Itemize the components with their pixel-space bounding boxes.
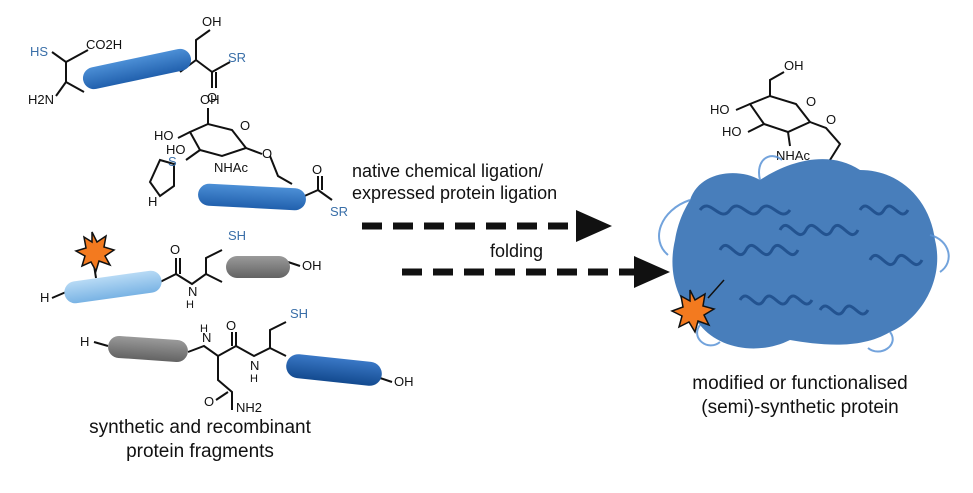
m3-oh-label: OH bbox=[302, 258, 322, 273]
m2-s-label: S bbox=[168, 154, 177, 169]
m2-h-label: H bbox=[148, 194, 157, 209]
m2-sr-label: SR bbox=[330, 204, 348, 219]
glycan-o2: O bbox=[826, 112, 836, 127]
protein-glycan: OH HO HO O NHAc O bbox=[710, 58, 842, 163]
m4-oh-label: OH bbox=[394, 374, 414, 389]
m3-star-label-icon bbox=[74, 231, 116, 273]
glycan-nhac: NHAc bbox=[776, 148, 810, 163]
molecule-4: H N H O N H SH O NH2 OH bbox=[80, 306, 414, 415]
m1-h2n-label: H2N bbox=[28, 92, 54, 107]
m2-oh-label: OH bbox=[200, 92, 220, 107]
folded-protein-ribbon bbox=[658, 155, 950, 353]
m4-h2-label: H bbox=[250, 373, 258, 385]
m3-grey-segment bbox=[226, 256, 290, 278]
m4-nh2-label: NH2 bbox=[236, 400, 262, 415]
right-caption: modified or functionalised (semi)-synthe… bbox=[650, 372, 950, 420]
m4-h-label: H bbox=[80, 334, 89, 349]
left-caption-line2: protein fragments bbox=[126, 441, 274, 462]
glycan-ring-o: O bbox=[806, 94, 816, 109]
m4-sh-label: SH bbox=[290, 306, 308, 321]
right-caption-line2: (semi)-synthetic protein bbox=[701, 397, 899, 418]
m4-grey-segment bbox=[108, 335, 188, 363]
m1-o-label: O bbox=[207, 90, 217, 105]
left-caption-line1: synthetic and recombinant bbox=[89, 417, 311, 438]
m4-o-label: O bbox=[226, 318, 236, 333]
glycan-ho2: HO bbox=[722, 124, 742, 139]
m1-co2h-label: CO2H bbox=[86, 37, 122, 52]
m4-n1-label: N bbox=[202, 330, 211, 345]
glycan-ho: HO bbox=[710, 102, 730, 117]
left-caption: synthetic and recombinant protein fragme… bbox=[40, 416, 360, 464]
molecule-2: OH HO HO O NHAc O S H O SR bbox=[148, 92, 348, 219]
molecule-1: HS CO2H H2N OH SR O bbox=[28, 14, 246, 107]
m2-o-label: O bbox=[312, 162, 322, 177]
m1-hs-label: HS bbox=[30, 44, 48, 59]
m2-nhac-label: NHAc bbox=[214, 160, 248, 175]
ligation-label: native chemical ligation/ expressed prot… bbox=[352, 160, 557, 204]
m3-n-label: N bbox=[188, 284, 197, 299]
m1-blue-segment bbox=[82, 48, 192, 90]
m4-darkblue-segment bbox=[286, 354, 382, 386]
m3-h-label: H bbox=[40, 290, 49, 305]
m3-nh-label: H bbox=[186, 299, 194, 311]
m2-ho-label: HO bbox=[154, 128, 174, 143]
ligation-label-line1: native chemical ligation/ bbox=[352, 161, 544, 181]
folding-label: folding bbox=[490, 241, 544, 261]
protein-star-label-icon bbox=[670, 289, 716, 334]
folding-arrow bbox=[402, 256, 670, 288]
m2-ho2-label: HO bbox=[166, 142, 186, 157]
ligation-label-line2: expressed protein ligation bbox=[352, 183, 558, 203]
m3-o-label: O bbox=[170, 242, 180, 257]
ligation-arrow bbox=[362, 210, 612, 242]
m3-sh-label: SH bbox=[228, 228, 246, 243]
star-linker bbox=[707, 279, 725, 299]
m3-lightblue-segment bbox=[64, 270, 162, 304]
m2-blue-segment bbox=[198, 183, 306, 211]
m2-ring-o-label: O bbox=[240, 118, 250, 133]
m4-h1-label: H bbox=[200, 323, 208, 335]
m1-sr-label: SR bbox=[228, 50, 246, 65]
right-caption-line1: modified or functionalised bbox=[692, 373, 908, 394]
m2-glyco-o: O bbox=[262, 146, 272, 161]
m4-n2-label: N bbox=[250, 358, 259, 373]
glycan-oh: OH bbox=[784, 58, 804, 73]
m4-o2-label: O bbox=[204, 394, 214, 409]
m1-oh-label: OH bbox=[202, 14, 222, 29]
